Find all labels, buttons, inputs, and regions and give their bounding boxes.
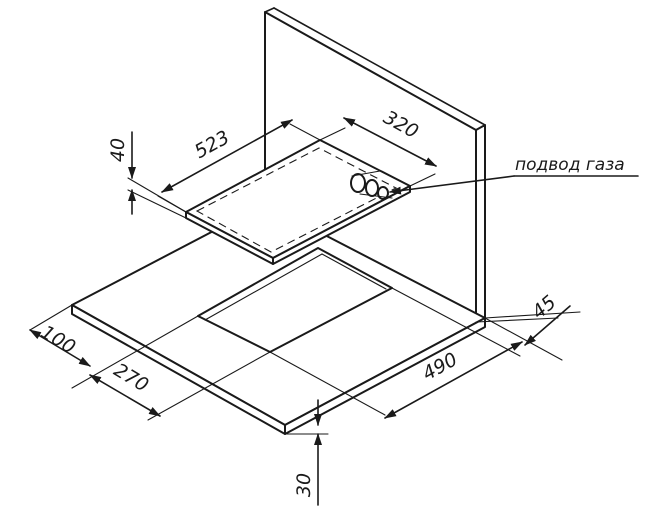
extension-lines	[29, 123, 581, 435]
dim-line-490	[384, 341, 523, 419]
dim-label-hob-thickness: 40	[107, 138, 129, 162]
gas-inlet-label: подвод газа	[515, 155, 625, 175]
dim-label-countertop-thickness: 30	[293, 473, 315, 497]
dim-line-45	[524, 305, 571, 346]
dim-label-hob-width: 523	[191, 126, 233, 163]
dim-line-320	[343, 117, 437, 167]
dim-label-edge-offset: 100	[37, 321, 79, 359]
dimension-lines	[29, 117, 571, 506]
dim-line-100	[29, 329, 91, 367]
gas-inlet-fitting	[350, 170, 393, 200]
dim-line-523	[161, 119, 293, 193]
dim-line-270	[89, 374, 161, 417]
gas-leader	[389, 175, 639, 195]
